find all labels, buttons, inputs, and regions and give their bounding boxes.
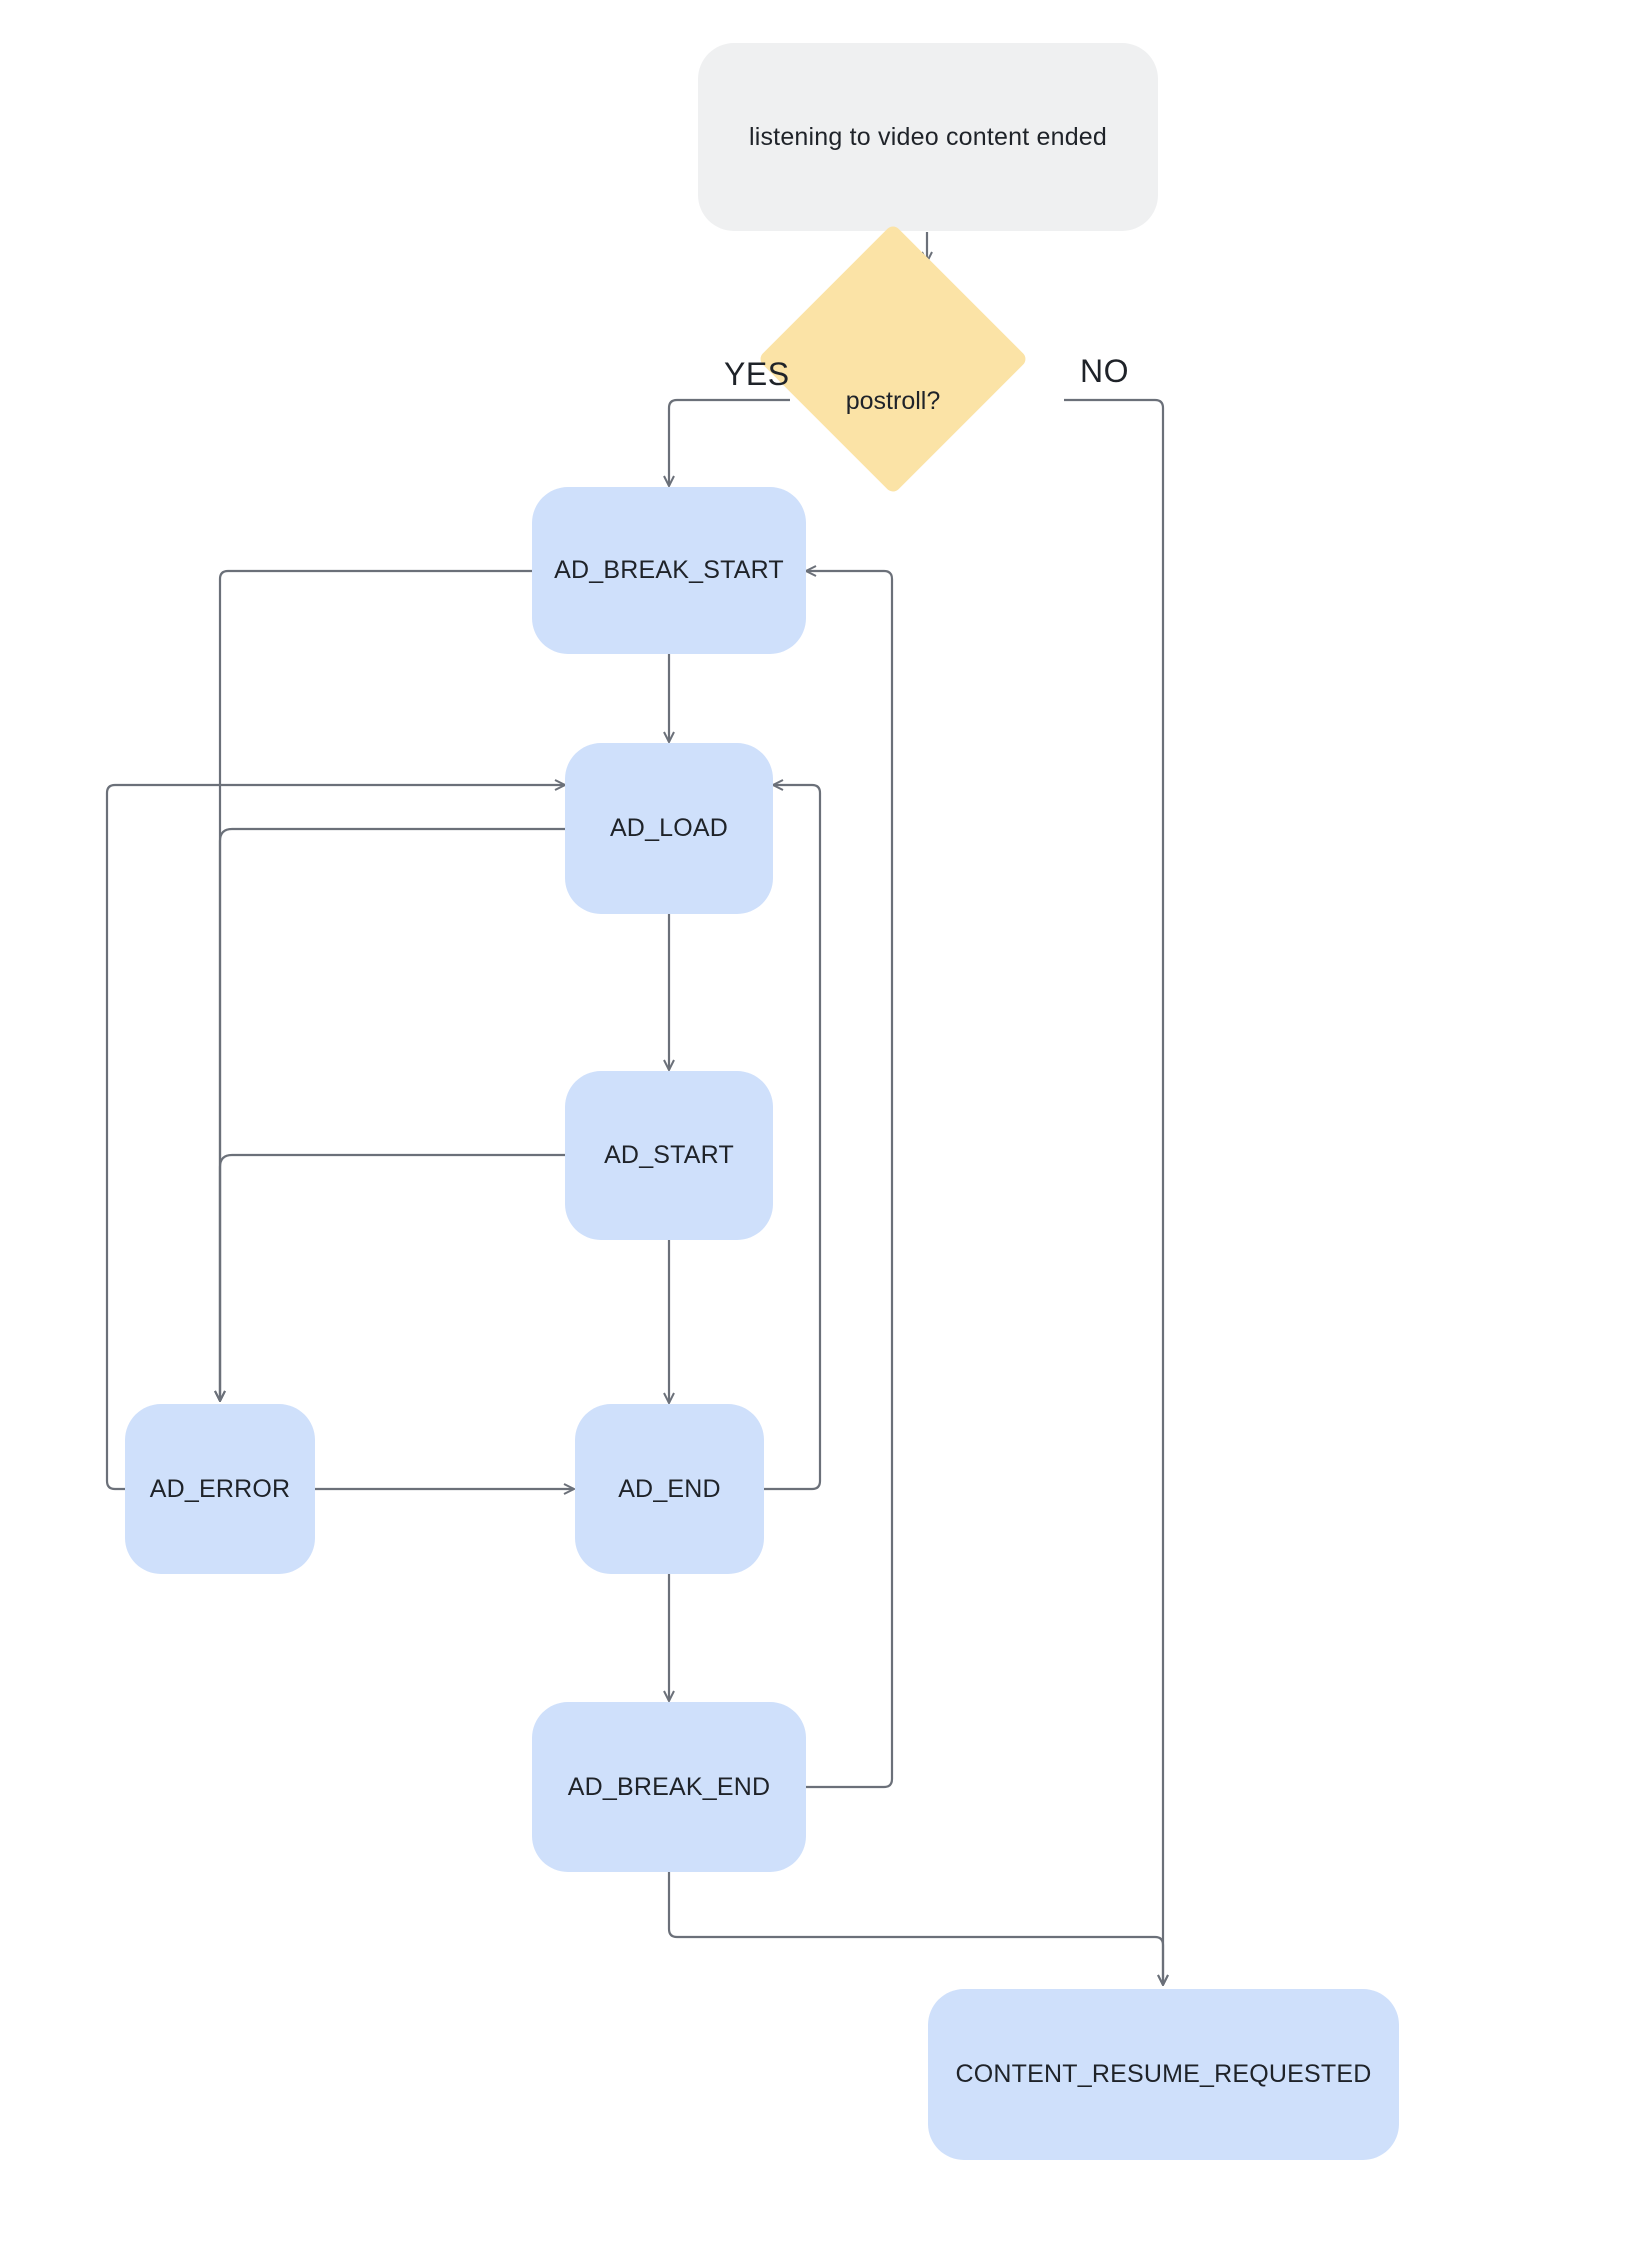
connector-ad-end-to-ad-load: [764, 785, 822, 1491]
yes-branch-label: YES: [724, 356, 790, 392]
connector-ad-break-end-to-content-resume: [667, 1872, 1163, 1985]
no-branch-label: NO: [1080, 353, 1129, 389]
content-resume-requested-node: CONTENT_RESUME_REQUESTED: [928, 1989, 1399, 2160]
connector-ad-break-end-to-ad-break-start: [806, 571, 894, 1789]
connector-ad-start-to-ad-error: [220, 1153, 565, 1401]
connector-yes-to-ad-break-start: [669, 398, 790, 486]
ad-load-node: AD_LOAD: [565, 743, 773, 914]
connector-ad-error-to-ad-load: [105, 785, 565, 1491]
ad-error-node: AD_ERROR: [125, 1404, 315, 1574]
start-node: listening to video content ended: [698, 43, 1158, 231]
content-resume-requested-label: CONTENT_RESUME_REQUESTED: [955, 2060, 1372, 2088]
ad-break-end-label: AD_BREAK_END: [567, 1772, 771, 1801]
ad-end-node: AD_END: [575, 1404, 764, 1574]
ad-break-end-node: AD_BREAK_END: [532, 1702, 806, 1872]
ad-start-node: AD_START: [565, 1071, 773, 1240]
connector-ad-break-start-to-ad-error: [220, 569, 532, 1401]
start-node-label: listening to video content ended: [748, 122, 1108, 151]
ad-break-start-node: AD_BREAK_START: [532, 487, 806, 654]
ad-load-label: AD_LOAD: [609, 814, 729, 842]
connector-no-to-content-resume: [1064, 398, 1163, 1985]
ad-end-label: AD_END: [618, 1474, 721, 1503]
decision-label: postroll?: [845, 386, 941, 415]
connector-ad-load-to-ad-error: [220, 827, 565, 1401]
ad-error-label: AD_ERROR: [149, 1474, 291, 1503]
ad-break-start-label: AD_BREAK_START: [554, 556, 784, 584]
ad-start-label: AD_START: [604, 1141, 734, 1169]
